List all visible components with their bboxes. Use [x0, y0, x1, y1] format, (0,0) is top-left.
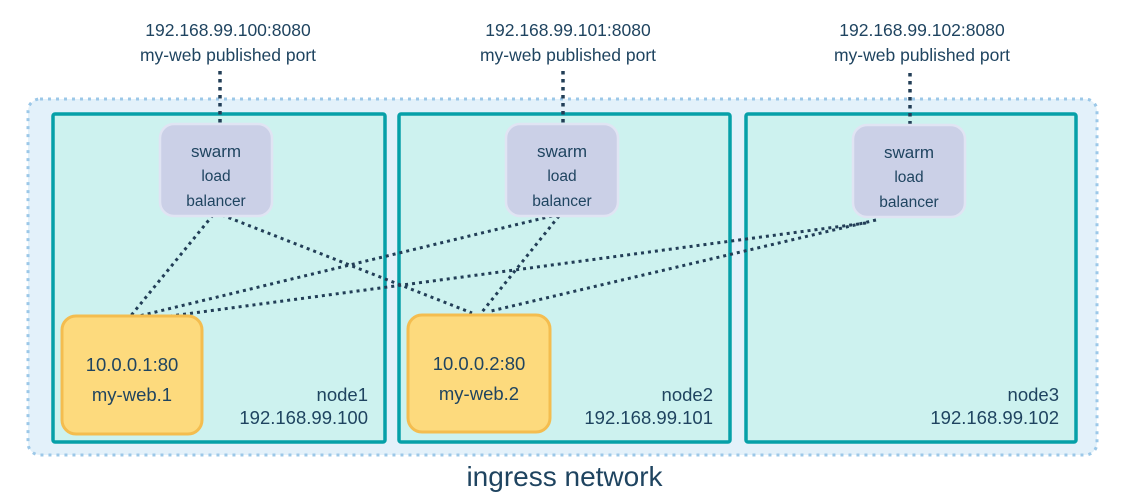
task-box-my-web-2 — [406, 313, 552, 434]
connection-lb2-to-my-web-1 — [138, 214, 553, 318]
connection-lb3-to-my-web-1 — [140, 221, 867, 322]
connection-lb1-to-my-web-2 — [221, 213, 473, 315]
swarm-load-balancer-box-node2 — [504, 122, 620, 218]
task-box-my-web-1 — [60, 314, 204, 436]
swarm-load-balancer-box-node3 — [851, 123, 967, 219]
swarm-load-balancer-box-node1 — [158, 122, 274, 218]
connection-lb3-to-my-web-2 — [490, 218, 877, 313]
connection-lb1-to-my-web-1 — [127, 214, 215, 319]
